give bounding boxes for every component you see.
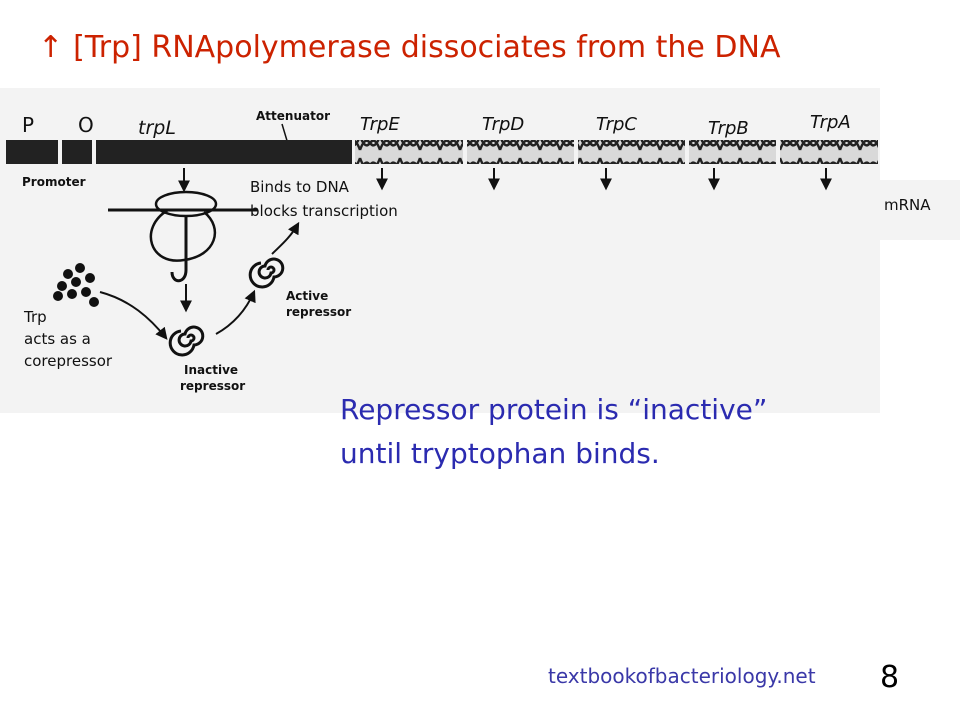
- attenuator-label: Attenuator: [256, 109, 330, 123]
- gene-label-trpe: TrpE: [360, 114, 400, 135]
- trp-label-line3: corepressor: [24, 352, 113, 370]
- gene-block-trpd: [467, 140, 574, 164]
- mrna-label-strip: mRNA: [880, 180, 960, 240]
- promoter-label: Promoter: [22, 175, 86, 189]
- operon-figure: P O trpL Attenuator TrpE TrpD TrpC TrpB …: [6, 109, 878, 393]
- gene-block-trpc: [578, 140, 685, 164]
- operator-block: [62, 140, 92, 164]
- active-label-line2: repressor: [286, 305, 351, 319]
- binds-text-line2: blocks transcription: [250, 202, 398, 220]
- trp-molecules: [53, 263, 99, 307]
- inactive-label-line2: repressor: [180, 379, 245, 393]
- binds-text-line1: Binds to DNA: [250, 178, 350, 196]
- active-label-line1: Active: [286, 289, 328, 303]
- gene-block-trpb: [689, 140, 776, 164]
- mrna-label-svg: mRNA: [884, 196, 931, 214]
- trp-label-line1: Trp: [23, 308, 47, 326]
- slide-title: ↑ [Trp] RNApolymerase dissociates from th…: [38, 30, 780, 65]
- mrna-label: mRNA: [884, 196, 931, 214]
- inactive-to-active-arrow: [215, 289, 256, 335]
- rna-loop: [149, 208, 217, 262]
- trp-label-line2: acts as a: [24, 330, 91, 348]
- caption: Repressor protein is “inactive” until tr…: [340, 388, 940, 476]
- rna-hook: [170, 216, 188, 283]
- active-repressor-icon: [248, 257, 285, 289]
- gene-block-trpe: [355, 140, 463, 164]
- leader-block: [96, 140, 352, 164]
- gene-label-trpc: TrpC: [596, 114, 637, 135]
- trp-to-repressor-arrow: [99, 291, 168, 340]
- promoter-block: [6, 140, 58, 164]
- title-text: [Trp] RNApolymerase dissociates from the…: [73, 30, 781, 65]
- promoter-region-label: P: [22, 113, 34, 137]
- operator-region-label: O: [78, 113, 94, 137]
- gene-label-trpb: TrpB: [708, 118, 749, 139]
- active-to-dna-arrow: [271, 221, 300, 255]
- caption-line1: Repressor protein is “inactive”: [340, 393, 768, 426]
- source-credit: textbookofbacteriology.net: [548, 664, 816, 688]
- up-arrow-icon: ↑: [38, 30, 64, 65]
- inactive-label-line1: Inactive: [184, 363, 238, 377]
- inactive-repressor-icon: [168, 325, 205, 357]
- gene-label-trpa: TrpA: [810, 112, 851, 133]
- caption-line2: until tryptophan binds.: [340, 437, 660, 470]
- trp-operon-diagram: P O trpL Attenuator TrpE TrpD TrpC TrpB …: [0, 88, 880, 413]
- gene-block-trpa: [780, 140, 878, 164]
- trpl-label: trpL: [138, 117, 176, 139]
- page-number: 8: [880, 660, 900, 695]
- gene-label-trpd: TrpD: [482, 114, 524, 135]
